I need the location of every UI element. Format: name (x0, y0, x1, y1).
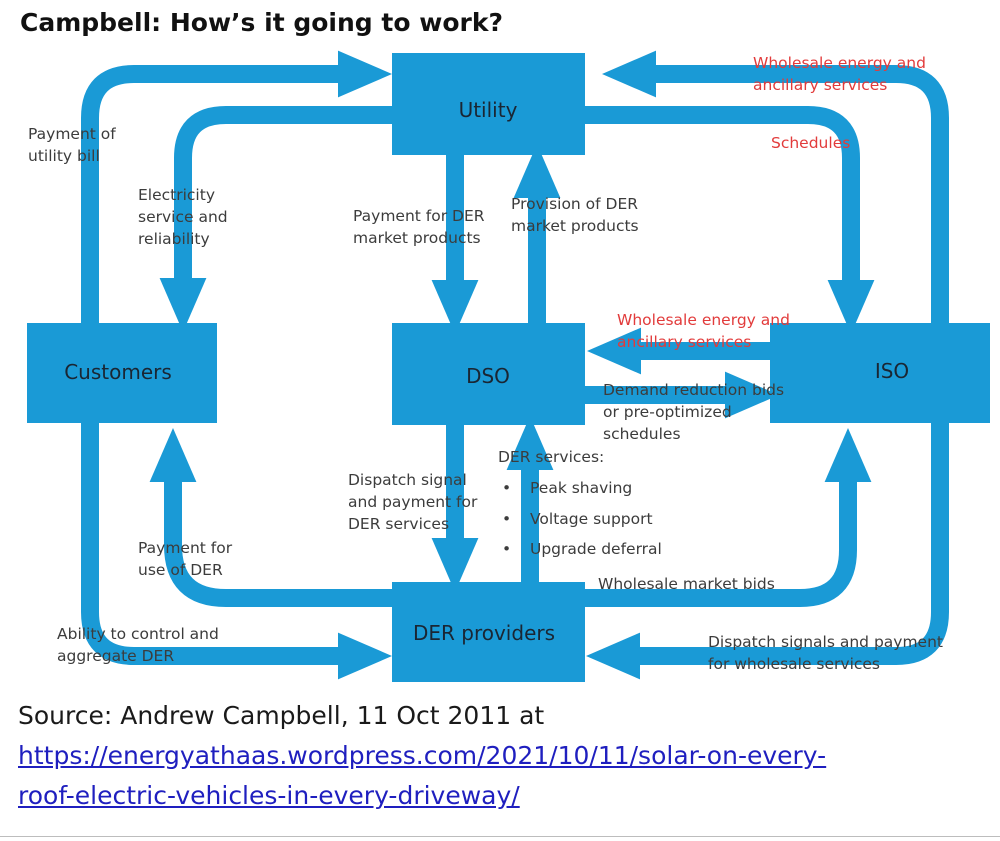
arrow-payment-utility-bill (81, 50, 392, 325)
label-wholesale-mid: Wholesale energy and ancillary services (617, 311, 795, 351)
bottom-divider (0, 836, 1000, 837)
der-services-bullet: • (502, 540, 511, 558)
source-link[interactable]: https://energyathaas.wordpress.com/2021/… (18, 741, 827, 810)
der-services-item: Peak shaving (530, 479, 632, 497)
label-wholesale-top: Wholesale energy and ancillary services (753, 54, 931, 94)
dso-label: DSO (466, 364, 510, 388)
der-services-bullet: • (502, 510, 511, 528)
label-electricity-service: Electricity service and reliability (138, 186, 233, 248)
iso-label: ISO (875, 359, 909, 383)
label-payment-utility-bill: Payment of utility bill (28, 125, 121, 165)
iso-box (770, 323, 990, 423)
der-services-item: Upgrade deferral (530, 540, 662, 558)
flow-diagram: Utility Customers DSO ISO DER providers … (27, 50, 990, 682)
utility-box (392, 53, 585, 155)
label-demand-reduction: Demand reduction bids or pre-optimized s… (603, 381, 789, 443)
label-provision-der-market: Provision of DER market products (511, 195, 643, 235)
der-services-item: Voltage support (530, 510, 653, 528)
arrow-payment-use-der (149, 428, 392, 607)
der-providers-label: DER providers (413, 621, 555, 645)
arrow-electricity-service (159, 106, 392, 332)
label-payment-der-market: Payment for DER market products (353, 207, 489, 247)
label-dispatch-wholesale: Dispatch signals and payment for wholesa… (708, 633, 948, 673)
customers-box (27, 323, 217, 423)
label-schedules: Schedules (771, 134, 850, 152)
arrow-dispatch-wholesale (586, 423, 949, 680)
customers-label: Customers (64, 360, 172, 384)
arrow-schedules (585, 106, 875, 334)
slide-title: Campbell: How’s it going to work? (20, 8, 503, 37)
der-services-bullet: • (502, 479, 511, 497)
utility-label: Utility (459, 98, 518, 122)
arrow-wholesale-energy-top (602, 50, 949, 325)
label-der-services-heading: DER services: (498, 448, 604, 466)
der-providers-box (392, 582, 585, 682)
label-ability-control: Ability to control and aggregate DER (57, 625, 224, 665)
arrow-wholesale-bids (585, 428, 872, 607)
label-wholesale-bids: Wholesale market bids (598, 575, 775, 593)
label-dispatch-der: Dispatch signal and payment for DER serv… (348, 471, 482, 533)
der-services-list: • Peak shaving • Voltage support • Upgra… (502, 479, 662, 558)
arrow-ability-control (81, 423, 392, 680)
label-payment-use-der: Payment for use of DER (138, 539, 237, 579)
source-citation: Source: Andrew Campbell, 11 Oct 2011 at … (18, 696, 988, 816)
dso-box (392, 323, 585, 425)
source-prefix: Source: Andrew Campbell, 11 Oct 2011 at (18, 701, 545, 730)
